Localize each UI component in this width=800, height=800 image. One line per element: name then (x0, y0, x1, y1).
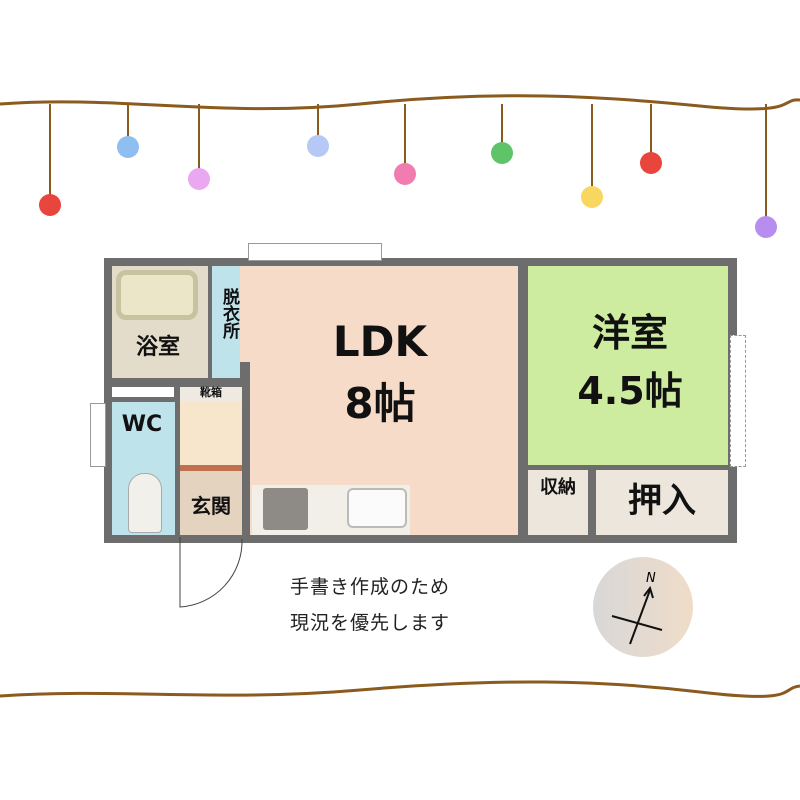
storage-label: 収納 (540, 477, 576, 498)
stove-icon (263, 488, 308, 530)
note-line-2: 現況を優先します (290, 612, 451, 634)
window-top (248, 243, 382, 261)
bathtub-icon (116, 270, 198, 320)
dressing-room (212, 266, 240, 378)
sink-icon (347, 488, 407, 528)
hallway (180, 402, 242, 465)
garland-string-top (0, 94, 800, 111)
garland-ball (581, 186, 603, 208)
window-right (730, 335, 746, 467)
garland-ball (39, 194, 61, 216)
garland-ball (307, 135, 329, 157)
closet (596, 470, 728, 535)
western-size: 4.5帖 (577, 369, 683, 413)
western-name: 洋室 (591, 311, 668, 355)
window-wc (90, 403, 106, 467)
ldk-size: 8帖 (344, 379, 416, 428)
entrance (180, 471, 242, 535)
garland-ball (491, 142, 513, 164)
dressing-label: 脱衣所 (219, 288, 239, 339)
garland-ball (755, 216, 777, 238)
ldk-name: LDK (332, 317, 428, 366)
entrance-step (180, 465, 242, 471)
garland-ball (188, 168, 210, 190)
entrance-label: 玄関 (191, 494, 231, 518)
wc-label: WC (121, 412, 163, 437)
shoe-box (180, 387, 242, 402)
western-room (528, 266, 728, 465)
ldk-room-extension (240, 266, 250, 362)
garland-ball (117, 136, 139, 158)
shoe-box-label: 靴箱 (200, 386, 222, 399)
bath-label: 浴室 (135, 335, 180, 360)
note-line-1: 手書き作成のため (290, 576, 451, 598)
closet-label: 押入 (628, 481, 696, 521)
garland-ball (394, 163, 416, 185)
garland-ball (640, 152, 662, 174)
toilet-icon (128, 473, 162, 533)
garland-string-bottom (0, 680, 800, 698)
entrance-door (179, 537, 243, 608)
compass-north-label: N (646, 571, 656, 586)
compass-icon: N (593, 557, 693, 657)
shelf (112, 387, 174, 397)
storage (528, 470, 588, 535)
